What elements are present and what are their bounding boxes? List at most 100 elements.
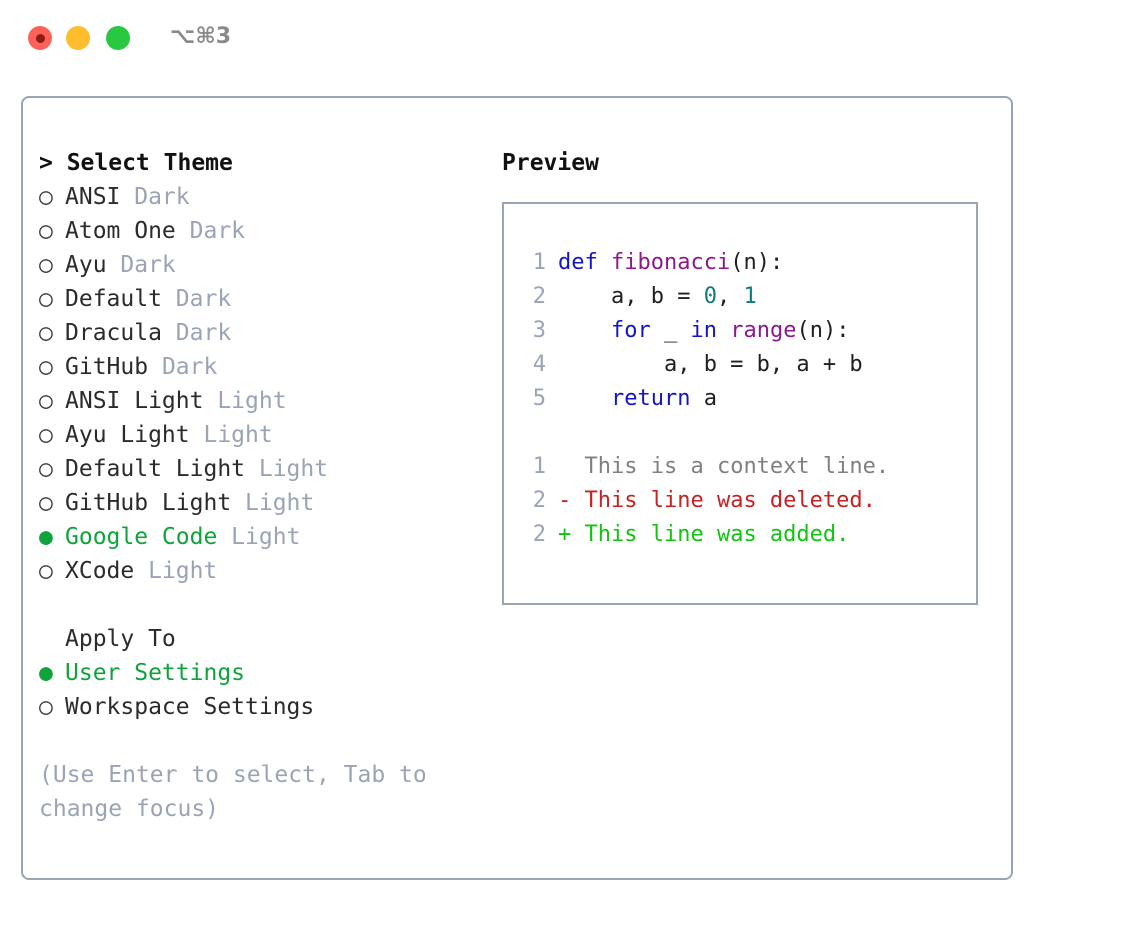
theme-option-ayu-light[interactable]: ○ Ayu Light Light: [39, 418, 479, 452]
code-token-txt: a, b =: [558, 284, 704, 309]
code-token-kw: return: [610, 386, 691, 411]
code-token-txt: (n):: [730, 250, 784, 275]
code-line: 3 for _ in range(n):: [522, 314, 976, 348]
apply-to-option-user-settings[interactable]: ● User Settings: [39, 656, 479, 690]
code-token-kw: for: [610, 318, 651, 343]
diff-marker: -: [558, 488, 585, 513]
theme-option-github[interactable]: ○GitHub Dark: [39, 350, 479, 384]
code-diff-spacer: [522, 416, 976, 450]
line-number: 4: [532, 352, 546, 377]
radio-unselected-icon[interactable]: ○: [39, 422, 53, 448]
radio-unselected-icon[interactable]: ○: [39, 252, 53, 278]
diff-text: This is a context line.: [584, 454, 890, 479]
line-number: 5: [532, 386, 546, 411]
radio-unselected-icon[interactable]: ○: [39, 456, 53, 482]
radio-unselected-icon[interactable]: ○: [39, 218, 53, 244]
theme-option-label: GitHub Light: [65, 490, 232, 516]
theme-picker-column: > Select Theme ○ANSI Dark○Atom One Dark○…: [39, 146, 479, 826]
code-token-txt: (n):: [796, 318, 850, 343]
code-token-fn: range: [730, 318, 797, 343]
theme-option-label: ANSI Light: [65, 388, 204, 414]
theme-option-tag: Light: [217, 524, 301, 550]
theme-option-ansi[interactable]: ○ANSI Dark: [39, 180, 479, 214]
theme-option-label: Google Code: [65, 524, 218, 550]
apply-to-option-list: ● User Settings ○ Workspace Settings: [39, 656, 479, 724]
theme-option-tag: Dark: [106, 252, 176, 278]
theme-option-label: Ayu Light: [65, 422, 190, 448]
theme-picker-title: > Select Theme: [39, 150, 233, 176]
apply-to-option-label: Workspace Settings: [65, 694, 315, 720]
diff-marker: +: [558, 522, 585, 547]
theme-option-default[interactable]: ○Default Dark: [39, 282, 479, 316]
theme-option-list: ○ANSI Dark○Atom One Dark○Ayu Dark○Defaul…: [39, 180, 479, 588]
preview-title: Preview: [502, 150, 599, 176]
line-number: 2: [532, 522, 546, 547]
code-token-num: 1: [743, 284, 757, 309]
radio-unselected-icon[interactable]: ○: [39, 354, 53, 380]
code-token-txt: a, b = b, a + b: [558, 352, 863, 377]
diff-line-add: 2 + This line was added.: [522, 518, 976, 552]
line-number: 1: [532, 454, 546, 479]
radio-unselected-icon[interactable]: ○: [39, 490, 53, 516]
section-spacer: [39, 588, 479, 622]
radio-unselected-icon[interactable]: ○: [39, 286, 53, 312]
theme-option-label: Ayu: [65, 252, 107, 278]
theme-option-tag: Dark: [175, 218, 246, 244]
theme-option-tag: Light: [134, 558, 218, 584]
title-bar: ⌥⌘3: [0, 0, 1140, 78]
theme-option-atom-one[interactable]: ○Atom One Dark: [39, 214, 479, 248]
diff-text: This line was deleted.: [584, 488, 876, 513]
code-token-num: 0: [703, 284, 717, 309]
theme-option-tag: Dark: [161, 320, 232, 346]
radio-selected-icon[interactable]: ●: [39, 524, 53, 550]
maximize-button[interactable]: [106, 26, 130, 50]
code-token-txt: [558, 318, 611, 343]
radio-unselected-icon[interactable]: ○: [39, 320, 53, 346]
close-button[interactable]: [28, 26, 52, 50]
code-token-txt: ,: [716, 284, 744, 309]
line-number: 2: [532, 488, 546, 513]
radio-unselected-icon[interactable]: ○: [39, 558, 53, 584]
apply-to-option-label: User Settings: [65, 660, 246, 686]
theme-option-google-code[interactable]: ● Google Code Light: [39, 520, 479, 554]
theme-option-github-light[interactable]: ○ GitHub Light Light: [39, 486, 479, 520]
theme-option-tag: Light: [189, 422, 273, 448]
theme-option-ansi-light[interactable]: ○ ANSI Light Light: [39, 384, 479, 418]
code-line: 5 return a: [522, 382, 976, 416]
theme-option-dracula[interactable]: ○ Dracula Dark: [39, 316, 479, 350]
radio-unselected-icon[interactable]: ○: [39, 388, 53, 414]
diff-line-del: 2- This line was deleted.: [522, 484, 976, 518]
diff-text: This line was added.: [584, 522, 850, 547]
code-token-txt: [558, 386, 611, 411]
radio-unselected-icon[interactable]: ○: [39, 184, 53, 210]
code-token-fn: fibonacci: [610, 250, 731, 275]
theme-option-tag: Light: [231, 490, 315, 516]
line-number: 3: [532, 318, 546, 343]
theme-option-xcode[interactable]: ○ XCode Light: [39, 554, 479, 588]
apply-to-option-workspace-settings[interactable]: ○ Workspace Settings: [39, 690, 479, 724]
theme-option-tag: Dark: [120, 184, 190, 210]
radio-selected-icon[interactable]: ●: [39, 660, 53, 686]
theme-option-label: Default Light: [65, 456, 246, 482]
theme-option-label: XCode: [65, 558, 135, 584]
code-line: 4 a, b = b, a + b: [522, 348, 976, 382]
line-number: 1: [532, 250, 546, 275]
minimize-button[interactable]: [66, 26, 90, 50]
code-token-txt: a: [690, 386, 717, 411]
radio-unselected-icon[interactable]: ○: [39, 694, 53, 720]
theme-option-default-light[interactable]: ○Default Light Light: [39, 452, 479, 486]
keyboard-shortcut-label: ⌥⌘3: [170, 24, 232, 49]
apply-to-title: Apply To: [65, 626, 176, 652]
code-token-txt: _: [650, 318, 691, 343]
theme-option-ayu[interactable]: ○ Ayu Dark: [39, 248, 479, 282]
diff-line-ctx: 1 This is a context line.: [522, 450, 976, 484]
theme-option-tag: Light: [203, 388, 287, 414]
theme-option-label: Dracula: [65, 320, 162, 346]
theme-option-label: Default: [65, 286, 162, 312]
code-token-txt: [717, 318, 730, 343]
diff-sample: 1 This is a context line.2- This line wa…: [522, 450, 976, 552]
